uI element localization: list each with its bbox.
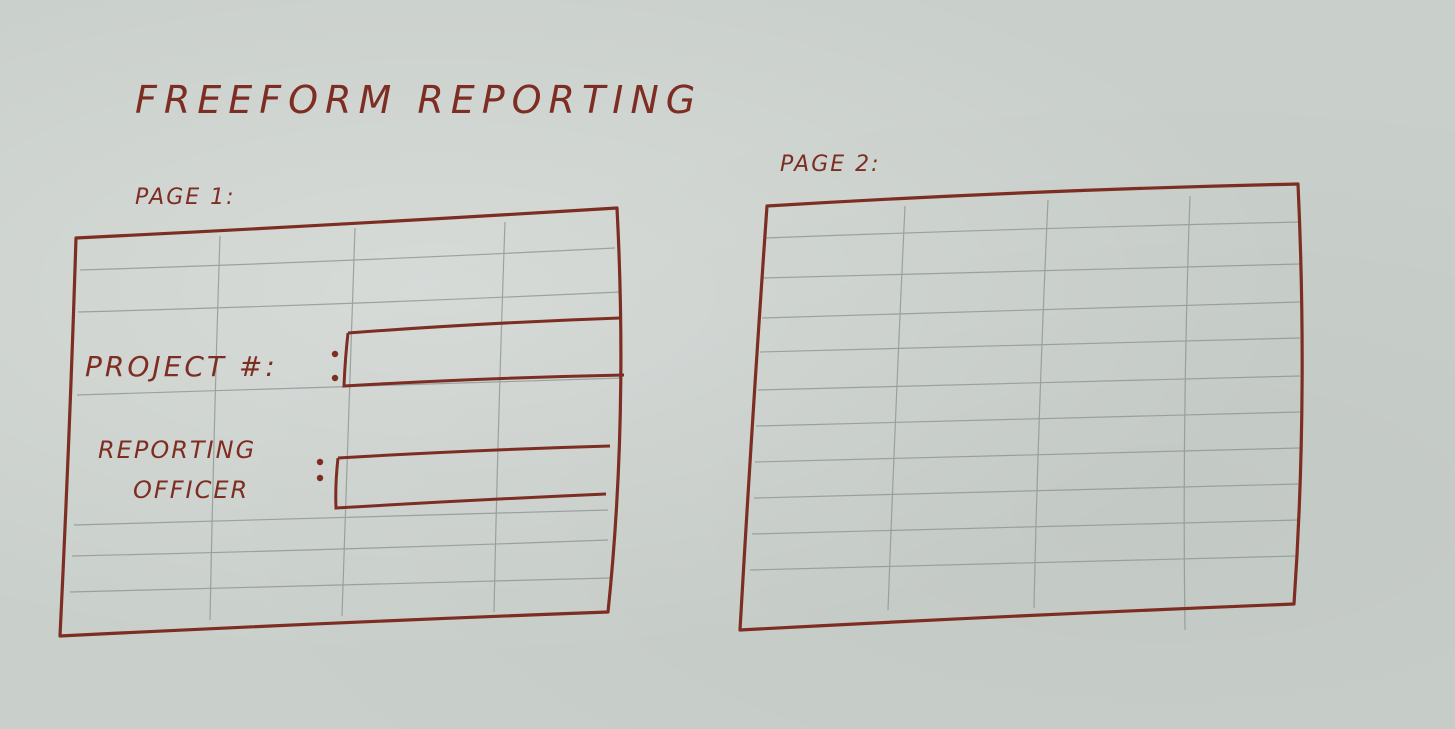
reporting-officer-label-line2: OFFICER <box>133 476 250 504</box>
project-number-label: PROJECT #: <box>85 350 278 383</box>
page2-grid <box>749 195 1301 631</box>
page1-label: PAGE 1: <box>135 185 236 210</box>
page-title: FREEFORM REPORTING <box>135 78 703 122</box>
reporting-officer-label-line1: REPORTING <box>98 436 257 464</box>
page1-frame <box>58 206 623 638</box>
page2-frame <box>738 182 1304 632</box>
reporting-officer-input[interactable] <box>334 444 611 510</box>
project-number-input[interactable] <box>342 316 625 388</box>
page2-label: PAGE 2: <box>780 152 881 177</box>
colon-dots <box>316 350 339 482</box>
page1-grid <box>69 221 623 621</box>
